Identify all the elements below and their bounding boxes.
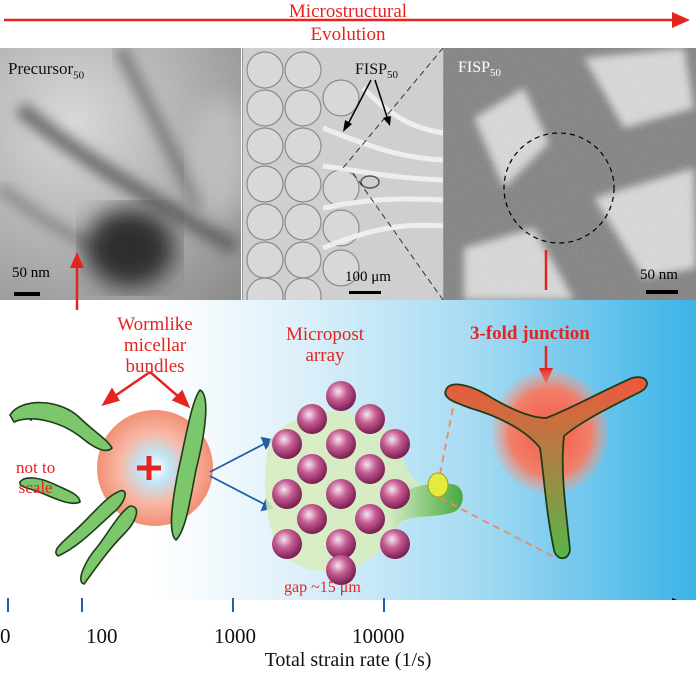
precursor-micrograph: Precursor50 50 nm bbox=[0, 48, 241, 300]
wormlike-label: Wormlike micellar bundles bbox=[117, 314, 193, 377]
micropost-micrograph: FISP50 100 μm bbox=[242, 48, 444, 300]
flow-arrows bbox=[209, 436, 274, 512]
junction-image bbox=[444, 48, 696, 300]
bundle-pointer-arrows bbox=[101, 370, 191, 409]
tick-label-10000: 10000 bbox=[352, 624, 405, 648]
plus-icon bbox=[137, 456, 161, 480]
fisp-label-right: FISP50 bbox=[458, 59, 502, 80]
precursor-label: Precursor50 bbox=[8, 59, 85, 82]
evolution-label-bg bbox=[280, 22, 416, 46]
scale-bar-label-middle: 100 μm bbox=[345, 269, 391, 285]
axis-title: Total strain rate (1/s) bbox=[264, 649, 432, 671]
micropost-image bbox=[246, 48, 443, 300]
junction-label: 3-fold junction bbox=[470, 323, 590, 344]
axis-ticks bbox=[7, 598, 385, 612]
micropost-circles bbox=[272, 381, 410, 585]
evolution-label-line2: Evolution bbox=[310, 24, 386, 45]
not-to-scale-label: not to scale bbox=[16, 458, 56, 497]
post-circles bbox=[246, 51, 360, 300]
strain-rate-axis bbox=[672, 598, 678, 600]
junction-micrograph: FISP50 50 nm bbox=[444, 48, 696, 300]
three-fold-junction bbox=[444, 376, 648, 560]
evolution-label-line1: Microstructural bbox=[288, 1, 408, 22]
worm-micelles bbox=[9, 388, 207, 585]
scale-bar-label-right: 50 nm bbox=[640, 267, 678, 283]
micrograph-texture bbox=[0, 48, 241, 296]
evolution-arrow bbox=[4, 12, 690, 28]
tick-label-1000: 1000 bbox=[214, 624, 256, 648]
tick-label-0: 0 bbox=[0, 624, 11, 648]
schematic-drawing bbox=[9, 250, 678, 600]
tail-highlight bbox=[427, 472, 449, 498]
tick-label-100: 100 bbox=[86, 624, 118, 648]
fisp-label-middle: FISP50 bbox=[355, 61, 399, 82]
streamlines bbox=[322, 86, 443, 251]
gap-label: gap ~15 μm bbox=[284, 579, 361, 596]
scale-bar-label-left: 50 nm bbox=[12, 265, 50, 281]
micropost-label: Micropost array bbox=[285, 324, 365, 366]
